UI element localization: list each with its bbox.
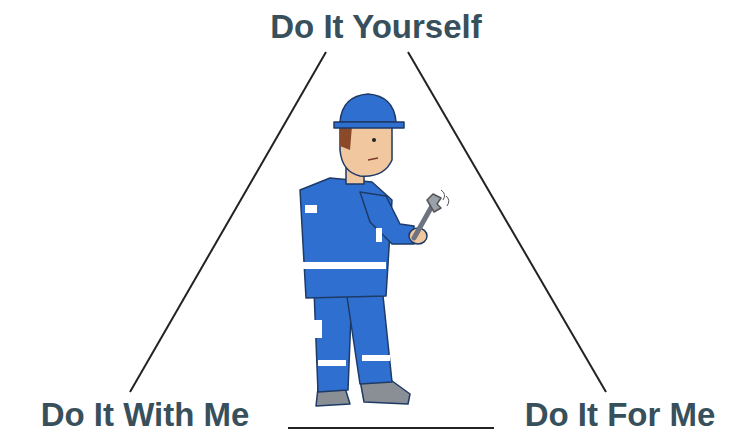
triangle-side (130, 52, 326, 392)
worker-figure (300, 94, 449, 406)
vertex-label: Do It Yourself (270, 8, 481, 46)
triangle-side (408, 52, 606, 392)
vertex-label: Do It For Me (525, 396, 716, 432)
triangle-side (288, 427, 494, 429)
vertex-label: Do It With Me (41, 396, 250, 432)
